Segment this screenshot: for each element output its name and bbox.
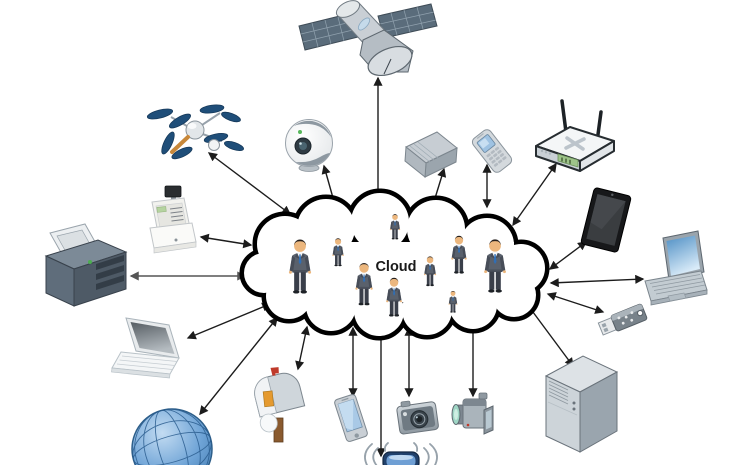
arrow-tower-pc (526, 302, 574, 368)
connector-arrows (129, 76, 645, 458)
cash-register-icon (149, 185, 197, 254)
laptop-icon (644, 230, 708, 306)
tablet-icon (580, 187, 632, 253)
feature-phone-icon (471, 129, 513, 173)
camcorder-icon (451, 392, 494, 435)
hotspot-icon (364, 442, 438, 465)
camera-icon (396, 400, 439, 435)
cloud-label: Cloud (375, 259, 416, 275)
printer-icon (44, 223, 128, 307)
external-drive-icon (404, 131, 458, 178)
globe-icon (131, 408, 213, 465)
mailbox-icon (254, 367, 306, 443)
arrow-drone (207, 152, 292, 215)
router-icon (535, 99, 615, 172)
usb-drive-icon (597, 303, 648, 336)
arrow-laptop-right (549, 274, 645, 288)
smartphone-icon (334, 394, 368, 442)
arrow-tablet (548, 241, 588, 270)
webcam-icon (285, 119, 333, 172)
arrow-usb-drive (546, 292, 605, 314)
arrow-cash-register (199, 233, 253, 249)
tower-pc-icon (544, 355, 619, 453)
satellite-icon (298, 0, 438, 77)
arrow-router (512, 162, 557, 227)
arrow-laptop-left (186, 302, 272, 340)
drone-icon (146, 104, 244, 160)
laptop-white-icon (111, 317, 180, 379)
arrow-mailbox (295, 325, 310, 371)
